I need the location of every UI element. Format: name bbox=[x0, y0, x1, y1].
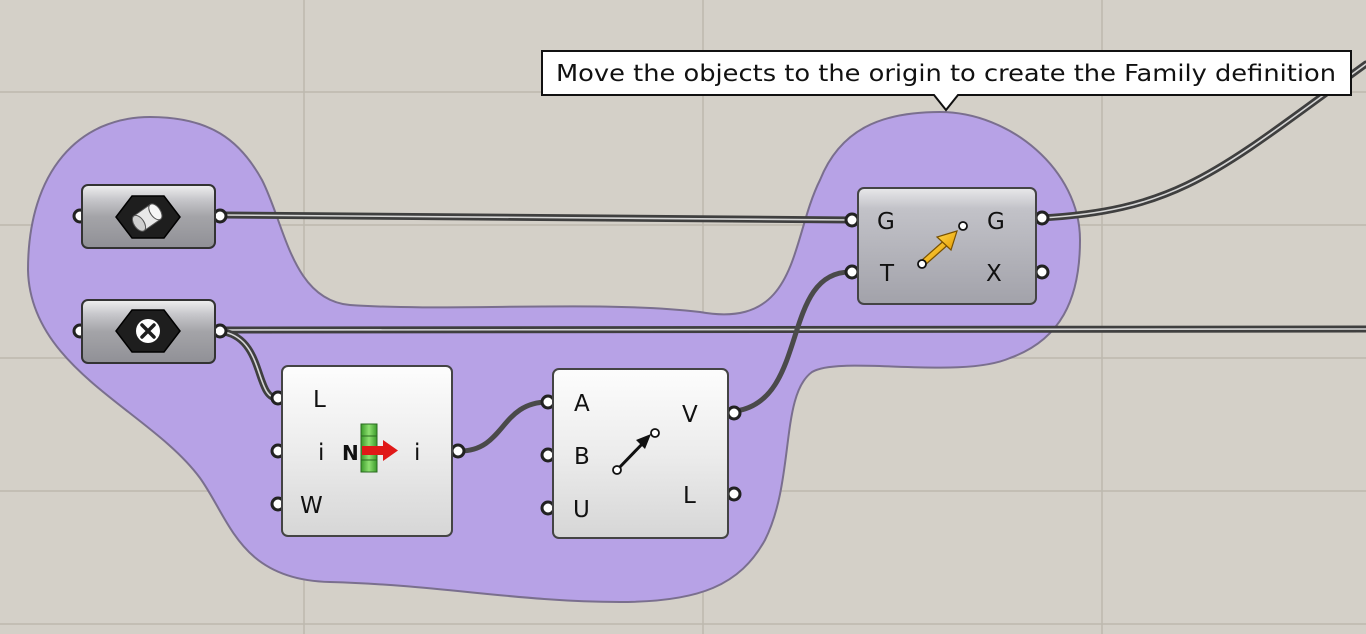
input-grip-G[interactable] bbox=[844, 212, 860, 228]
wire-move-output bbox=[1038, 60, 1366, 222]
output-grip-L[interactable] bbox=[726, 486, 742, 502]
move-output-label-X: X bbox=[986, 261, 1002, 287]
wire-list-to-vector bbox=[457, 399, 551, 454]
move-component[interactable]: G T G X bbox=[844, 187, 1050, 305]
wire-vector-to-move bbox=[733, 269, 855, 414]
output-grip-i[interactable] bbox=[450, 443, 466, 459]
list-item-icon-letter: N bbox=[342, 441, 359, 465]
list-output-label-i: i bbox=[414, 440, 420, 466]
list-item-component[interactable]: L i W i N bbox=[270, 365, 466, 537]
wires bbox=[220, 60, 1366, 454]
vector-output-label-V: V bbox=[682, 402, 698, 428]
move-input-label-G: G bbox=[877, 209, 895, 235]
move-input-label-T: T bbox=[879, 261, 895, 287]
list-input-label-L: L bbox=[313, 387, 326, 413]
output-grip-G[interactable] bbox=[1034, 210, 1050, 226]
vector-input-label-U: U bbox=[573, 497, 590, 523]
move-output-label-G: G bbox=[987, 209, 1005, 235]
vector-two-point-icon bbox=[612, 428, 660, 475]
vector-output-label-L: L bbox=[683, 483, 696, 509]
list-item-icon: N bbox=[342, 423, 398, 473]
list-input-label-W: W bbox=[300, 493, 323, 519]
vector-two-point-component[interactable]: A B U V L bbox=[540, 368, 742, 539]
tooltip-text: Move the objects to the origin to create… bbox=[556, 61, 1336, 87]
vector-input-label-B: B bbox=[574, 444, 590, 470]
vector-input-label-A: A bbox=[574, 391, 590, 417]
wire-geometry-to-move bbox=[220, 211, 856, 224]
close-icon bbox=[115, 309, 181, 353]
output-grip-V[interactable] bbox=[726, 405, 742, 421]
geometry-parameter[interactable] bbox=[72, 184, 228, 249]
tooltip: Move the objects to the origin to create… bbox=[541, 50, 1352, 112]
cylinder-icon bbox=[115, 195, 181, 239]
list-input-label-i: i bbox=[318, 440, 324, 466]
output-grip-X[interactable] bbox=[1034, 264, 1050, 280]
cancel-parameter[interactable] bbox=[72, 299, 228, 364]
move-arrow-icon bbox=[917, 221, 968, 269]
input-grip-T[interactable] bbox=[844, 264, 860, 280]
